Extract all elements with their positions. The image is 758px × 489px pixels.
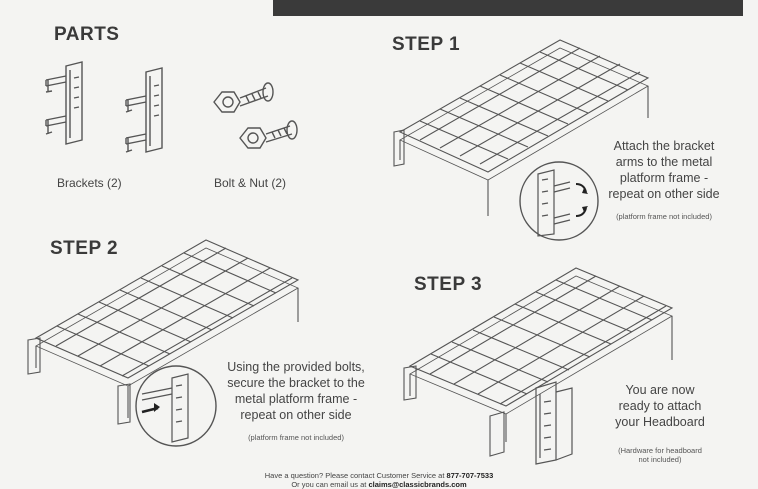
step2-frame-illustration — [27, 239, 300, 425]
step1-heading: STEP 1 — [392, 34, 461, 55]
step3-note-line2: not included) — [638, 455, 682, 464]
brand-logo-fragment — [66, 0, 256, 4]
footer-contact: Have a question? Please contact Customer… — [0, 471, 758, 480]
step2-detail-circle — [135, 365, 217, 447]
step2-note: (platform frame not included) — [248, 433, 344, 442]
step3-heading: STEP 3 — [414, 274, 483, 295]
bolt-nut-illustration — [213, 82, 298, 149]
step1-line4: repeat on other side — [608, 187, 720, 201]
step3-line2: ready to attach — [618, 399, 702, 413]
step2-instructions: Using the provided bolts, secure the bra… — [222, 359, 370, 423]
step1-instructions: Attach the bracket arms to the metal pla… — [596, 138, 732, 202]
step3-frame-illustration — [403, 267, 674, 457]
step3-line3: your Headboard — [615, 415, 705, 429]
step3-note: (Hardware for headboard not included) — [604, 446, 716, 464]
step1-line3: platform frame - — [619, 171, 709, 185]
step3-headboard-bracket — [535, 381, 573, 465]
brackets-illustration — [45, 61, 163, 153]
step1-line1: Attach the bracket — [613, 139, 715, 153]
step1-detail-circle — [519, 161, 599, 241]
step3-note-line1: (Hardware for headboard — [618, 446, 702, 455]
brackets-label: Brackets (2) — [57, 176, 122, 190]
step1-frame-illustration — [393, 39, 650, 216]
step1-line2: arms to the metal — [615, 155, 713, 169]
step2-line2: secure the bracket to the — [227, 376, 365, 390]
header-bar — [273, 0, 743, 16]
bolt-nut-label: Bolt & Nut (2) — [214, 176, 287, 190]
footer-question: Have a question? Please contact Customer… — [264, 471, 445, 480]
step2-heading: STEP 2 — [50, 238, 119, 259]
step2-line3: metal platform frame - — [234, 392, 358, 406]
step3-line1: You are now — [625, 383, 695, 397]
step2-line4: repeat on other side — [240, 408, 352, 422]
step3-instructions: You are now ready to attach your Headboa… — [604, 382, 716, 430]
parts-heading: PARTS — [54, 24, 120, 45]
footer-phone[interactable]: 877-707-7533 — [446, 471, 494, 480]
step1-note: (platform frame not included) — [616, 212, 712, 221]
step2-line1: Using the provided bolts, — [227, 360, 365, 374]
